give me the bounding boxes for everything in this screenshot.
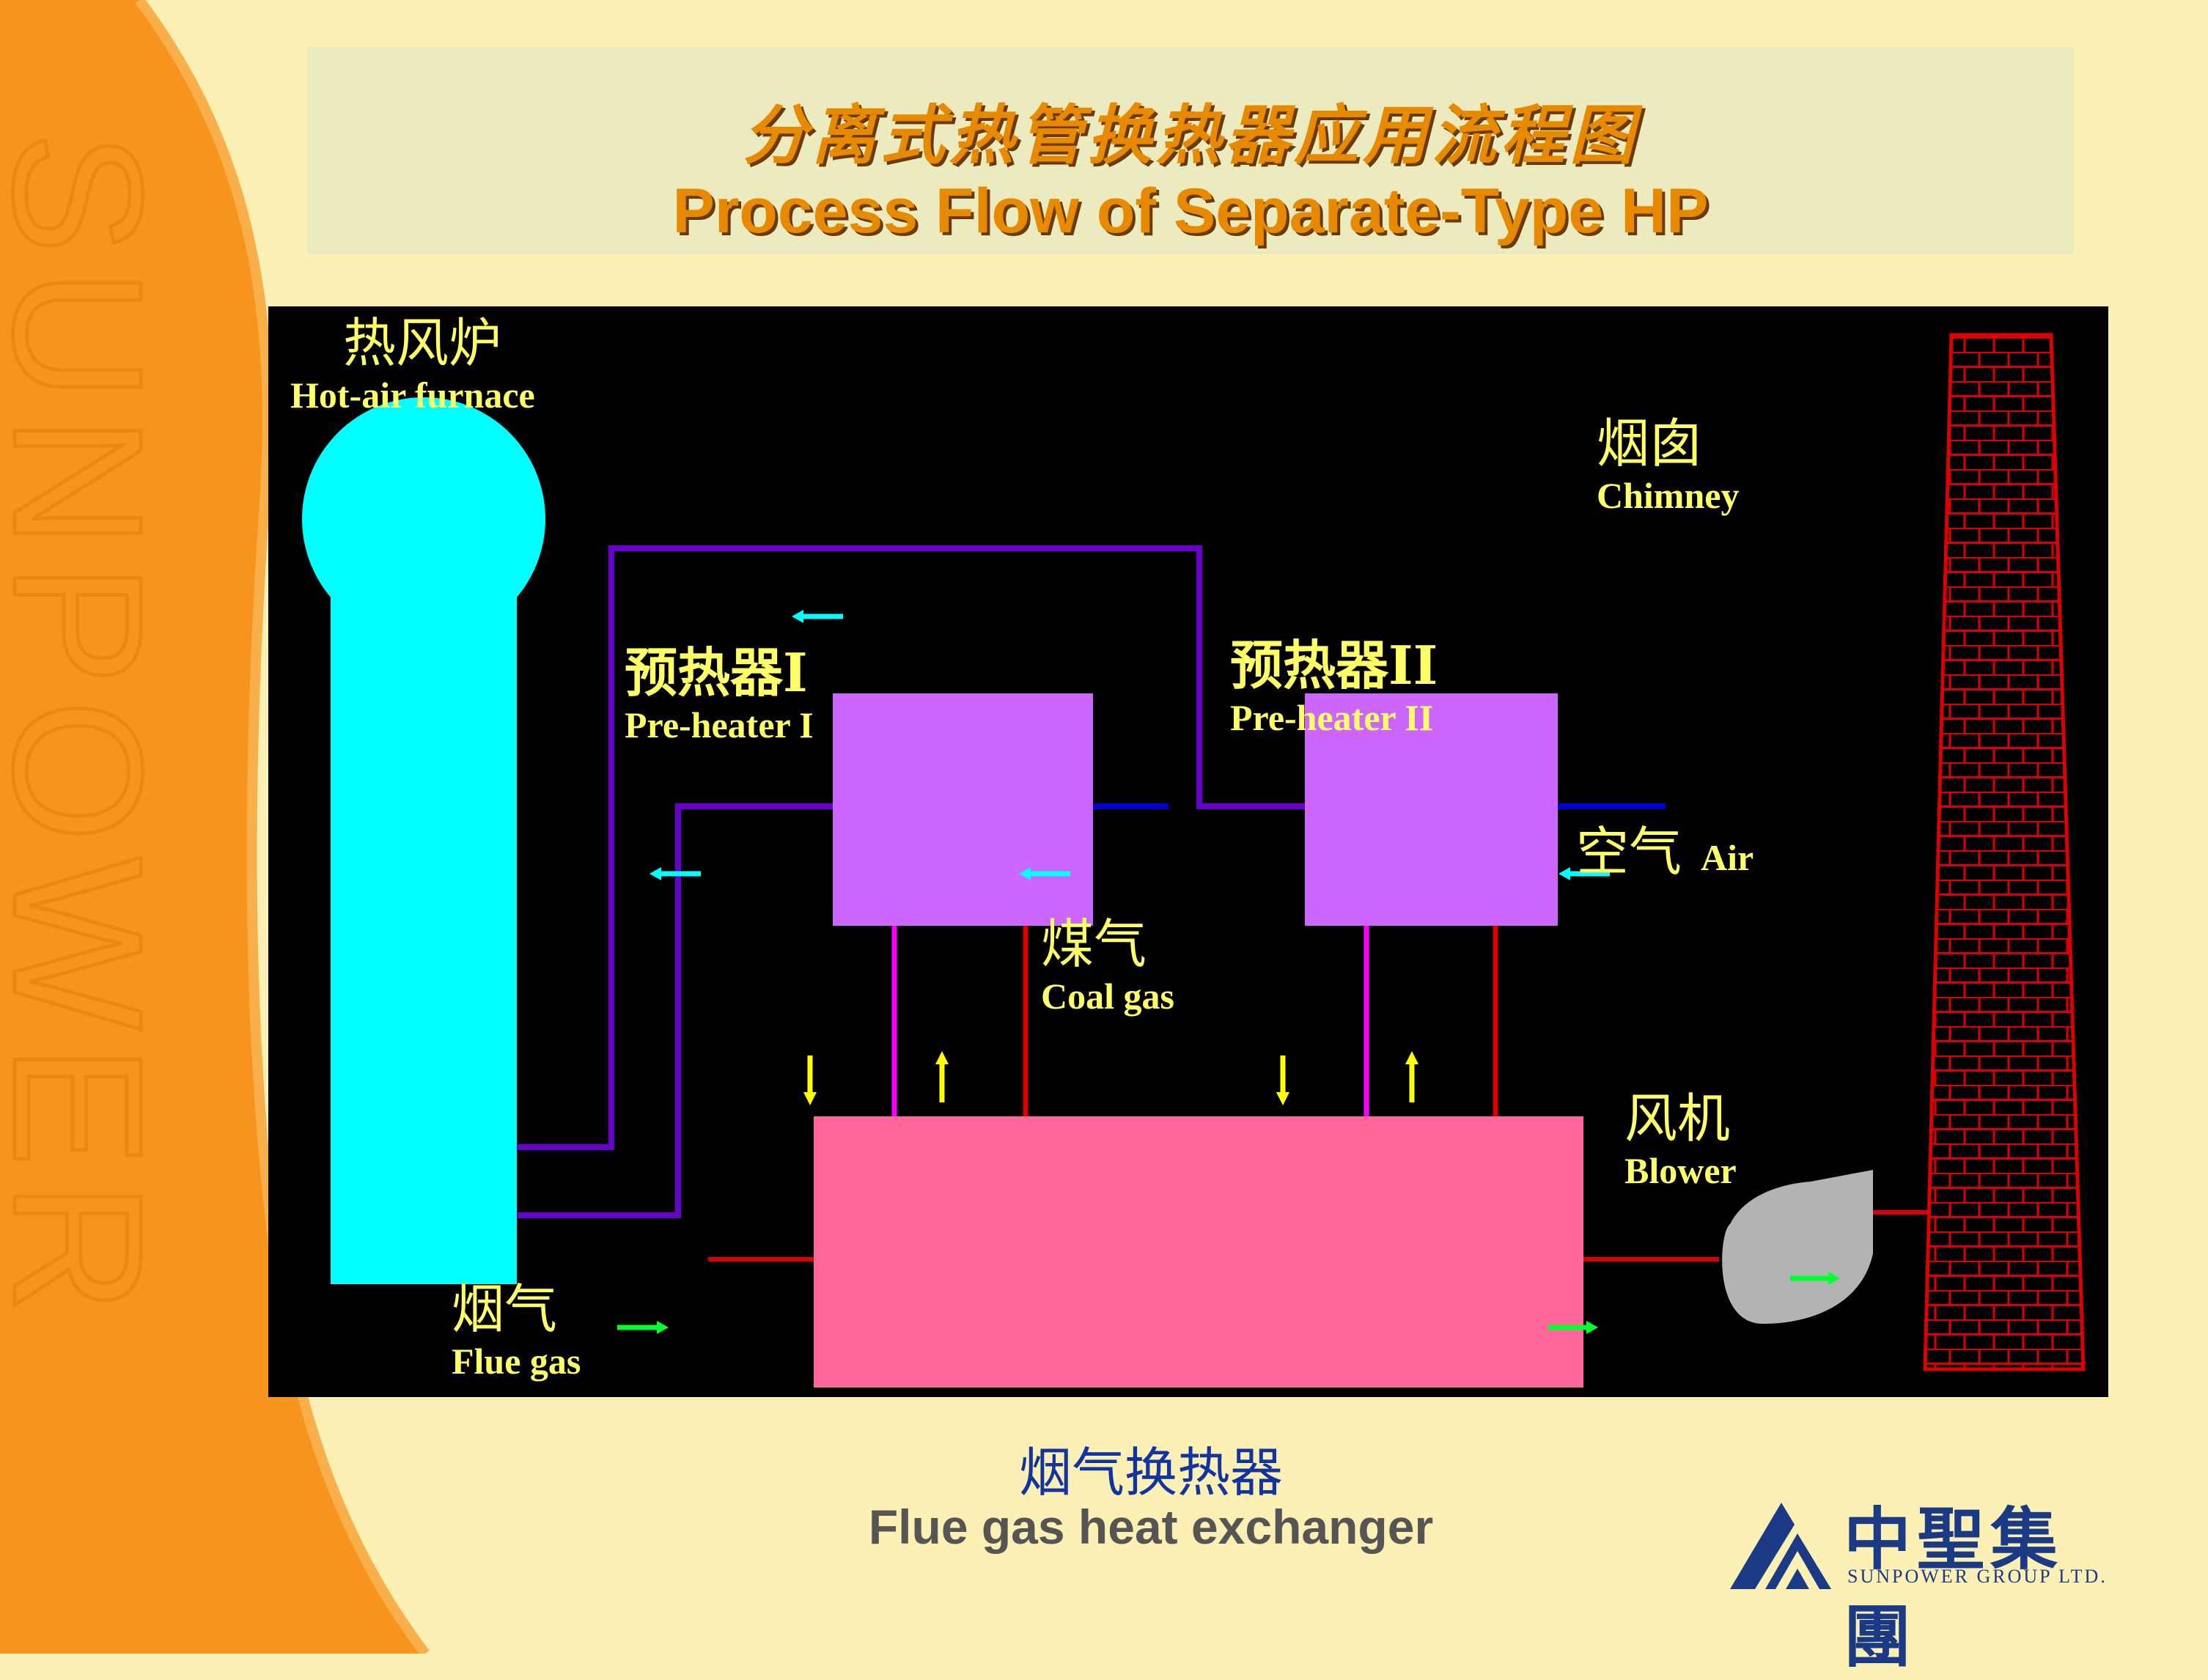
sunpower-watermark: SUNPOWER <box>0 132 180 1328</box>
preheater-2-cn: 预热器II <box>1230 634 1438 696</box>
blower-en: Blower <box>1624 1150 1737 1191</box>
yellow-arrow-down-2 <box>1276 1055 1289 1105</box>
chimney-en: Chimney <box>1597 475 1740 516</box>
chimney-shape <box>1923 333 2086 1371</box>
yellow-arrow-down-1 <box>803 1055 817 1105</box>
label-preheater-2: 预热器II Pre-heater II <box>1230 635 1438 739</box>
title-chinese: 分离式热管换热器应用流程图 <box>742 97 1638 173</box>
label-air: 空气 Air <box>1576 821 1753 883</box>
green-arrow-blower <box>1790 1272 1840 1285</box>
chimney-cn: 烟囱 <box>1597 413 1703 474</box>
label-blower: 风机 Blower <box>1624 1088 1737 1192</box>
label-coal-gas: 煤气 Coal gas <box>1041 913 1174 1017</box>
yellow-arrow-up-1 <box>935 1051 949 1102</box>
preheater-1-en: Pre-heater I <box>625 704 814 745</box>
hot-air-furnace <box>302 397 545 1284</box>
cyan-arrow-air-inlet <box>1559 867 1610 880</box>
logo-chinese-name: 中聖集團 <box>1844 1500 2064 1676</box>
blower-cn: 风机 <box>1624 1088 1731 1149</box>
caption-english: Flue gas heat exchanger <box>868 1500 1434 1554</box>
hot-air-furnace-en: Hot-air furnace <box>290 375 535 416</box>
green-arrow-flue-inlet <box>617 1321 669 1334</box>
title-english: Process Flow of Separate-Type HP <box>672 176 1709 246</box>
orange-band-edge <box>135 0 430 1654</box>
blower-shape <box>1722 1170 1873 1324</box>
label-chimney: 烟囱 Chimney <box>1597 413 1739 517</box>
flue-gas-heat-exchanger <box>814 1116 1583 1388</box>
preheater-2-box <box>1305 693 1558 926</box>
logo-mark-icon <box>1730 1503 1831 1589</box>
preheater-1-cn: 预热器I <box>625 641 808 704</box>
furnace-column <box>331 557 517 1284</box>
logo-english-name: SUNPOWER GROUP LTD. <box>1847 1566 2108 1587</box>
orange-band <box>0 0 425 1654</box>
flue-gas-cn: 烟气 <box>452 1278 558 1340</box>
cyan-arrow-top <box>792 610 843 623</box>
green-arrow-exchanger-outlet <box>1548 1321 1598 1334</box>
preheater-2-en: Pre-heater II <box>1230 697 1434 738</box>
cyan-arrow-preheater-1 <box>1019 867 1070 880</box>
yellow-arrow-up-2 <box>1405 1051 1418 1102</box>
preheater-1-box <box>833 693 1093 926</box>
coal-gas-pipe-lower <box>517 803 833 1218</box>
cyan-arrow-left <box>649 867 701 880</box>
label-preheater-1: 预热器I Pre-heater I <box>625 642 814 746</box>
coal-gas-pipe-upper <box>517 545 1305 1150</box>
hot-air-furnace-cn: 热风炉 <box>343 312 502 374</box>
caption-chinese: 烟气换热器 <box>1018 1442 1283 1503</box>
coal-gas-cn: 煤气 <box>1041 913 1147 975</box>
flue-gas-en: Flue gas <box>452 1341 581 1382</box>
label-flue-gas: 烟气 Flue gas <box>452 1278 581 1382</box>
coal-gas-en: Coal gas <box>1041 976 1174 1017</box>
title-box: 分离式热管换热器应用流程图 Process Flow of Separate-T… <box>307 47 2074 254</box>
sunpower-logo: 中聖集團 SUNPOWER GROUP LTD. <box>1730 1481 2126 1676</box>
air-en: Air <box>1701 837 1754 878</box>
label-hot-air-furnace: 热风炉 Hot-air furnace <box>290 312 535 416</box>
air-cn: 空气 <box>1576 821 1682 883</box>
